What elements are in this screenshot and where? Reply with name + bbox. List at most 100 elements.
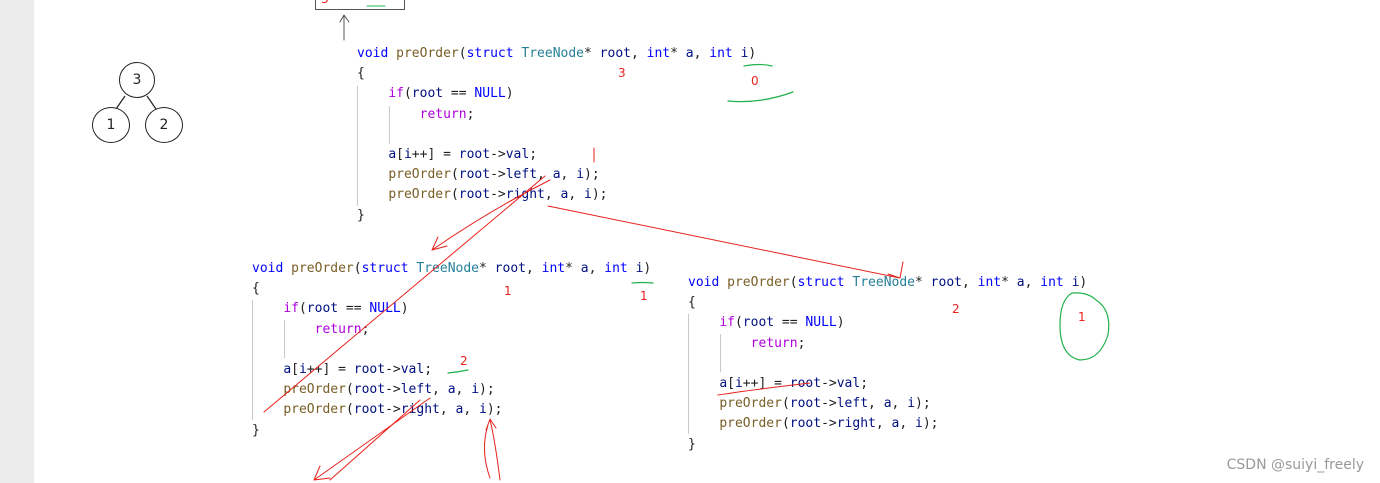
code-token: , [891, 396, 908, 412]
code-token: , [899, 416, 916, 432]
indent-guide-bottom-right [688, 314, 689, 434]
code-token: root [411, 86, 444, 102]
code-token: ++] = [411, 146, 459, 162]
code-token: ) [400, 301, 409, 317]
code-token: ( [345, 382, 354, 398]
anno-right-i-val: 1 [1078, 310, 1086, 324]
indent-guide-bottom-left-inner [284, 320, 285, 358]
anno-top-i-val: 0 [751, 74, 759, 88]
code-token: val [400, 361, 425, 377]
code-token: NULL [474, 86, 506, 102]
code-token: [ [727, 375, 735, 391]
code-token: -> [385, 402, 401, 418]
code-token: ( [734, 315, 743, 331]
green-underline-top-i [743, 63, 773, 67]
code-token: , [455, 382, 472, 398]
code-token: NULL [805, 315, 837, 331]
code-token: a [388, 146, 397, 162]
code-token: return [314, 321, 362, 337]
code-token: ; [797, 335, 806, 351]
code-token: -> [385, 382, 401, 398]
code-token: root [742, 315, 775, 331]
code-token: if [388, 86, 404, 102]
code-token: ( [403, 86, 412, 102]
code-token: } [688, 436, 696, 452]
code-token: left [505, 167, 538, 183]
code-token: root [789, 416, 822, 432]
code-token: , [1024, 275, 1041, 290]
code-token: , [630, 46, 647, 61]
indent-guide-bottom-left [252, 300, 253, 420]
code-token: root [494, 261, 526, 276]
code-token: a [719, 375, 728, 391]
code-line: preOrder(root->left, a, i); [688, 394, 1087, 414]
code-token: i [479, 402, 487, 418]
code-token: ++] = [742, 375, 790, 391]
code-token: , [560, 167, 577, 183]
code-line: } [688, 435, 1087, 455]
code-token: right [400, 402, 440, 418]
code-token: } [252, 422, 260, 438]
code-token: ) [1079, 275, 1088, 290]
code-token: void [252, 261, 292, 276]
code-line: void preOrder(struct TreeNode* root, int… [688, 273, 1087, 293]
code-token: a [283, 361, 292, 377]
code-line: void preOrder(struct TreeNode* root, int… [357, 44, 756, 64]
code-token: ( [450, 167, 459, 183]
code-token: int [541, 261, 566, 276]
code-token: val [836, 375, 861, 391]
red-line-left-left-down [329, 399, 421, 481]
code-token: int [1040, 275, 1072, 290]
code-token: ; [361, 321, 370, 337]
code-token: ; [529, 146, 538, 162]
code-token: NULL [369, 301, 401, 317]
code-token: -> [385, 361, 401, 377]
code-token: int [646, 46, 671, 61]
red-underline-right-a [717, 382, 811, 396]
code-token: i [1071, 275, 1080, 290]
code-token: ); [915, 396, 931, 412]
code-token: ; [424, 361, 433, 377]
code-token: a [447, 382, 456, 398]
code-line: preOrder(root->right, a, i); [252, 400, 651, 420]
code-line: void preOrder(struct TreeNode* root, int… [252, 259, 651, 279]
code-token: ); [479, 382, 495, 398]
code-line: } [357, 206, 756, 226]
code-token: -> [490, 167, 506, 183]
code-token: struct [797, 275, 853, 290]
code-token: , [961, 275, 978, 290]
code-token: ) [836, 315, 845, 331]
code-line: preOrder(root->left, a, i); [252, 380, 651, 400]
code-token: { [357, 66, 365, 82]
code-token: preOrder [719, 396, 782, 412]
code-token: root [353, 382, 386, 398]
code-token: * [584, 46, 600, 61]
code-token: , [588, 261, 605, 276]
red-line-left-call [263, 175, 546, 413]
green-underline-left-i [631, 281, 654, 284]
code-line: a[i++] = root->val; [252, 360, 651, 380]
code-token: root [599, 46, 631, 61]
code-line: preOrder(root->right, a, i); [357, 185, 756, 205]
code-line: preOrder(root->right, a, i); [688, 414, 1087, 434]
code-token: root [353, 361, 386, 377]
code-token: ( [345, 402, 354, 418]
code-token: ( [450, 187, 459, 203]
code-token: left [836, 396, 869, 412]
code-block-top: void preOrder(struct TreeNode* root, int… [357, 44, 756, 226]
code-line: if(root == NULL) [357, 84, 756, 104]
tree-node-right: 2 [145, 107, 183, 143]
code-token: void [357, 46, 397, 61]
code-token: , [537, 167, 553, 183]
code-token: preOrder [396, 46, 459, 61]
code-line: return; [252, 320, 651, 340]
red-arrow-top-up [339, 14, 350, 41]
indent-guide-bottom-right-inner [720, 334, 721, 372]
code-token: if [719, 315, 735, 331]
code-token: * [915, 275, 931, 290]
code-token: , [693, 46, 710, 61]
indent-guide-top-inner [389, 106, 390, 144]
code-token: { [688, 295, 696, 311]
code-token: ( [458, 46, 467, 61]
code-token: a [580, 261, 589, 276]
